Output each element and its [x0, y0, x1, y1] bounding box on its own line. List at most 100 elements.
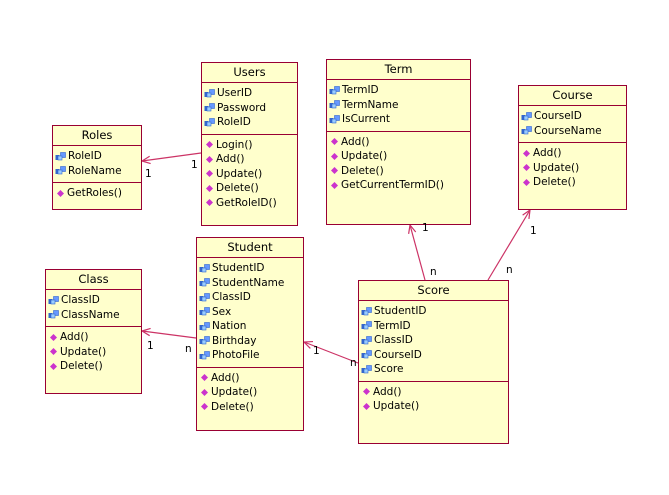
attribute-item[interactable]: IsCurrent — [329, 112, 470, 127]
operation-item[interactable]: GetRoleID() — [204, 196, 297, 211]
attribute-item[interactable]: CourseID — [521, 109, 626, 124]
attribute-item[interactable]: StudentName — [199, 276, 303, 291]
operation-item[interactable]: Delete() — [199, 400, 303, 415]
attribute-item[interactable]: Sex — [199, 305, 303, 320]
method-icon — [331, 138, 338, 146]
attribute-label: UserID — [217, 87, 253, 100]
operation-item[interactable]: Add() — [361, 385, 508, 400]
attribute-item[interactable]: ClassName — [48, 308, 141, 323]
field-icon — [55, 151, 66, 161]
operation-label: Add() — [211, 371, 240, 384]
field-icon — [329, 114, 340, 124]
operation-item[interactable]: Delete() — [521, 175, 626, 190]
class-name: Score — [359, 281, 508, 301]
attribute-item[interactable]: StudentID — [361, 304, 508, 319]
operation-label: Update() — [533, 161, 580, 174]
attribute-item[interactable]: CourseName — [521, 124, 626, 139]
attribute-label: Birthday — [212, 334, 257, 347]
operation-item[interactable]: Update() — [204, 167, 297, 182]
field-icon — [199, 278, 210, 287]
attribute-item[interactable]: StudentID — [199, 261, 303, 276]
operation-item[interactable]: Update() — [48, 345, 141, 360]
field-icon — [199, 321, 210, 331]
attribute-item[interactable]: PhotoFile — [199, 348, 303, 363]
attribute-item[interactable]: TermID — [361, 319, 508, 334]
attribute-item[interactable]: ClassID — [361, 333, 508, 348]
attribute-item[interactable]: Score — [361, 362, 508, 377]
attribute-item[interactable]: ClassID — [48, 293, 141, 308]
operation-item[interactable]: GetCurrentTermID() — [329, 178, 470, 193]
method-icon — [363, 402, 370, 410]
method-icon — [50, 333, 57, 341]
operation-item[interactable]: Update() — [199, 385, 303, 400]
field-icon — [199, 307, 210, 316]
operation-item[interactable]: Login() — [204, 138, 297, 153]
operation-item[interactable]: Update() — [521, 161, 626, 176]
attribute-item[interactable]: TermID — [329, 83, 470, 98]
operation-label: Add() — [341, 135, 370, 148]
attribute-label: ClassID — [374, 334, 413, 347]
operation-item[interactable]: Update() — [329, 149, 470, 164]
field-icon — [521, 111, 532, 121]
attribute-item[interactable]: RoleName — [55, 164, 141, 179]
operation-label: Update() — [211, 386, 258, 399]
field-icon — [329, 100, 340, 109]
attribute-item[interactable]: ClassID — [199, 290, 303, 305]
attribute-item[interactable]: UserID — [204, 86, 297, 101]
operation-item[interactable]: Add() — [199, 371, 303, 386]
operation-item[interactable]: Add() — [521, 146, 626, 161]
field-icon — [199, 263, 210, 273]
operation-label: Add() — [216, 153, 245, 166]
operation-item[interactable]: GetRoles() — [55, 186, 141, 201]
method-icon — [363, 388, 370, 396]
field-icon — [48, 295, 59, 305]
operation-item[interactable]: Add() — [204, 152, 297, 167]
field-icon — [204, 117, 215, 127]
operations-section: GetRoles() — [53, 183, 141, 205]
operation-item[interactable]: Delete() — [329, 164, 470, 179]
attribute-item[interactable]: Birthday — [199, 334, 303, 349]
attribute-item[interactable]: Password — [204, 101, 297, 116]
attribute-item[interactable]: CourseID — [361, 348, 508, 363]
method-icon — [201, 388, 208, 396]
operations-section: Add() Update()Delete() — [197, 368, 303, 419]
operation-label: Delete() — [60, 360, 103, 373]
attribute-label: RoleID — [217, 116, 251, 129]
arrowhead — [140, 155, 151, 165]
attribute-item[interactable]: Nation — [199, 319, 303, 334]
operations-section: Login()Add()Update()Delete()GetRoleID() — [202, 135, 297, 215]
operation-item[interactable]: Delete() — [204, 181, 297, 196]
operation-label: GetRoles() — [67, 187, 123, 200]
method-icon — [523, 149, 530, 157]
class-name: Roles — [53, 126, 141, 146]
attribute-label: RoleName — [68, 164, 122, 177]
field-icon — [329, 85, 340, 95]
field-icon — [204, 88, 215, 98]
attribute-label: TermID — [342, 84, 379, 97]
score-course-mult-score: n — [506, 264, 513, 276]
operation-item[interactable]: Delete() — [48, 359, 141, 374]
attribute-item[interactable]: TermName — [329, 98, 470, 113]
attribute-item[interactable]: RoleID — [204, 115, 297, 130]
arrowhead — [302, 340, 314, 349]
association-score-course — [487, 208, 531, 281]
attribute-item[interactable]: RoleID — [55, 149, 141, 164]
field-icon — [521, 126, 532, 135]
operation-label: Add() — [533, 147, 562, 160]
operation-item[interactable]: Add() — [329, 135, 470, 150]
score-student-mult-score: n — [350, 357, 357, 369]
operation-item[interactable]: Add() — [48, 330, 141, 345]
operations-section: Add()Update()Delete() — [519, 143, 626, 194]
operation-item[interactable]: Update() — [361, 399, 508, 414]
operation-label: Delete() — [341, 164, 384, 177]
